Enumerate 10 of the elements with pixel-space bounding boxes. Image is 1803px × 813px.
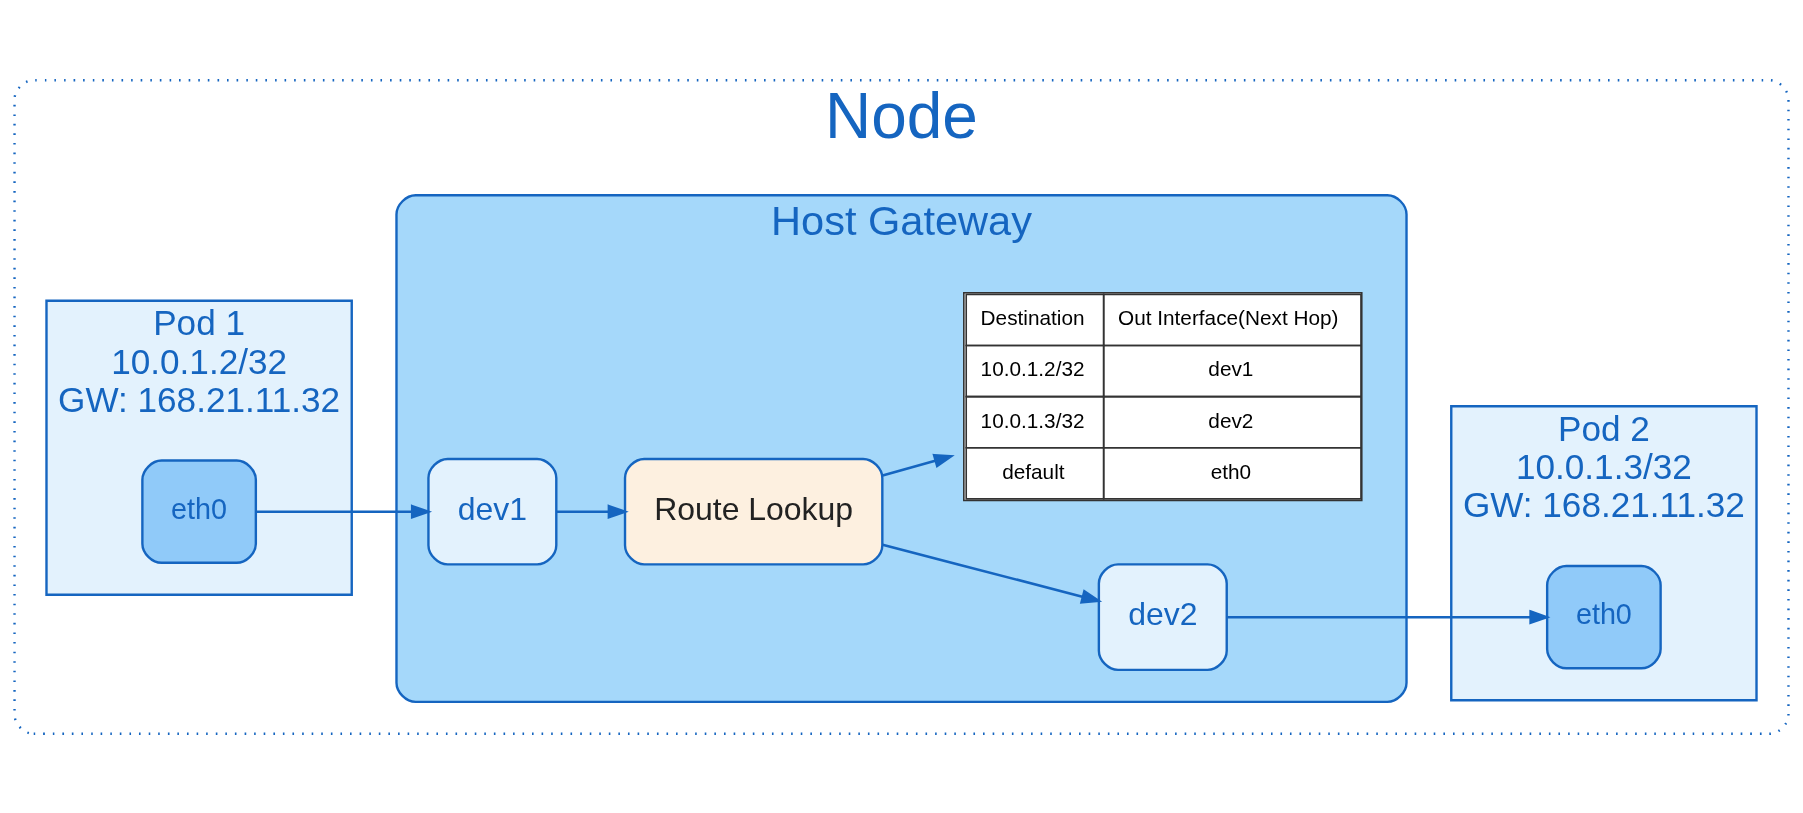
arrow <box>882 543 1103 604</box>
arrow <box>255 503 433 519</box>
node-box: Route Lookup <box>623 457 884 566</box>
arrow <box>1227 609 1551 625</box>
node-box: dev2 <box>1097 562 1228 671</box>
node-box: eth0 <box>141 458 258 564</box>
node-box: eth0 <box>1545 564 1662 669</box>
node-box: dev1 <box>427 457 558 566</box>
arrow <box>882 453 955 477</box>
arrow <box>556 503 629 519</box>
